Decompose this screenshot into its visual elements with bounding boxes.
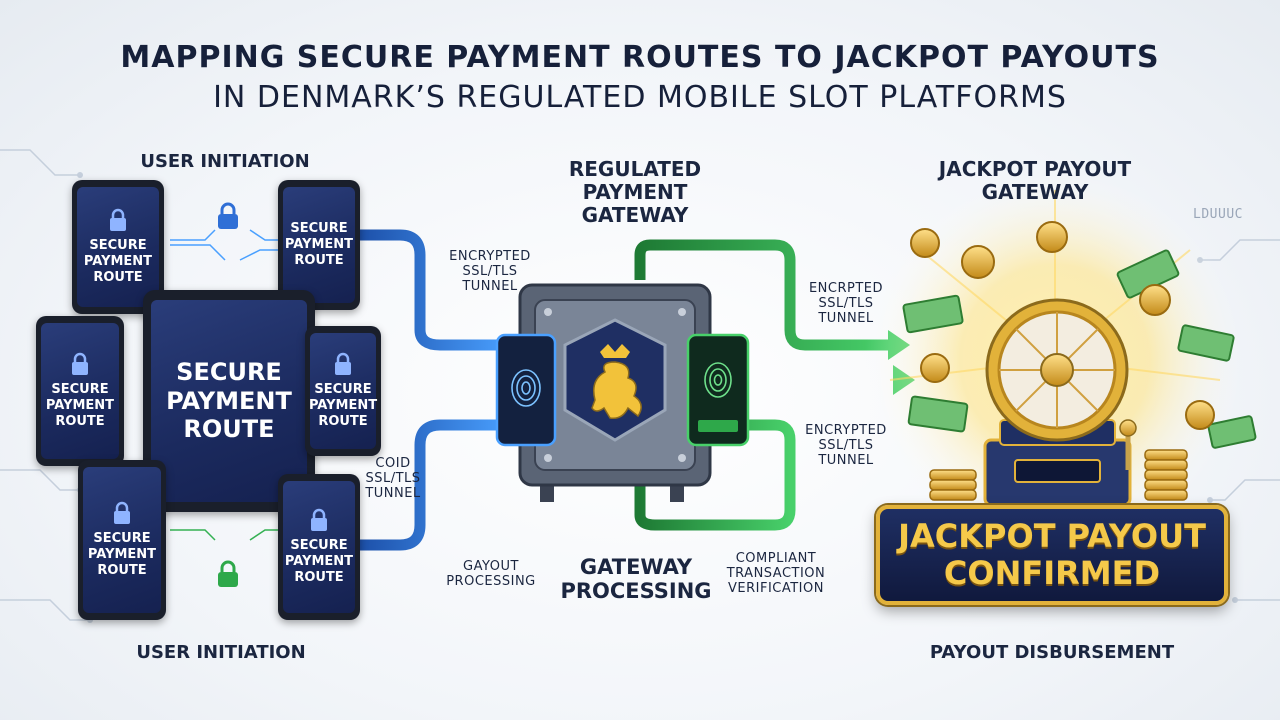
label-tunnel-right-top: ENCRPTED SSL/TLS TUNNEL — [808, 281, 884, 326]
phone-bottom-right: SECURE PAYMENT ROUTE — [278, 474, 360, 620]
green-connectors — [170, 529, 280, 541]
green-route-top — [634, 239, 890, 351]
jackpot-confirmed-banner: JACKPOT PAYOUT CONFIRMED — [876, 505, 1228, 605]
phone-label: SECURE PAYMENT ROUTE — [284, 220, 354, 269]
fingerprint-panel-green — [686, 333, 750, 447]
label-user-initiation-top: USER INITIATION — [140, 151, 310, 172]
label-jackpot-gateway: JACKPOT PAYOUT GATEWAY — [938, 157, 1132, 204]
banknotes — [902, 249, 1257, 449]
phone-bottom-left: SECURE PAYMENT ROUTE — [78, 460, 166, 620]
green-route-bottom — [634, 419, 796, 531]
label-user-initiation-bottom: USER INITIATION — [136, 642, 306, 663]
lock-icon-blue — [218, 202, 238, 229]
gold-coins — [910, 221, 1215, 430]
phone-label: SECURE PAYMENT ROUTE — [284, 537, 354, 586]
title-line-2: IN DENMARK’S REGULATED MOBILE SLOT PLATF… — [213, 80, 1067, 115]
phone-top-right: SECURE PAYMENT ROUTE — [278, 180, 360, 310]
fingerprint-icon-green — [704, 362, 732, 398]
lock-icon — [311, 508, 327, 531]
banner-line-2: CONFIRMED — [943, 554, 1161, 592]
label-compliant-verification: COMPLIANT TRANSACTION VERIFICATION — [726, 551, 826, 596]
blue-connectors — [170, 229, 280, 261]
blue-route-top — [352, 229, 516, 351]
label-payout-disbursement: PAYOUT DISBURSEMENT — [929, 642, 1175, 663]
fingerprint-panel-blue — [495, 333, 557, 447]
label-tunnel-left-top: ENCRYPTED SSL/TLS TUNNEL — [449, 249, 531, 294]
label-tunnel-left-bottom: COID SSL/TLS TUNNEL — [365, 456, 421, 501]
phone-label: SECURE PAYMENT ROUTE — [87, 530, 157, 579]
lock-icon — [110, 208, 126, 231]
coin-stacks — [929, 449, 1188, 501]
fingerprint-icon-blue — [511, 369, 541, 407]
lock-icon-green — [218, 560, 238, 587]
label-gayout-processing: GAYOUT PROCESSING — [446, 559, 536, 589]
phone-mid-right: SECURE PAYMENT ROUTE — [305, 326, 381, 456]
label-regulated-gateway: REGULATED PAYMENT GATEWAY — [568, 157, 702, 227]
lion-crest-icon — [591, 344, 642, 420]
label-gateway-processing: GATEWAY PROCESSING — [560, 555, 712, 604]
title-line-1: MAPPING SECURE PAYMENT ROUTES TO JACKPOT… — [120, 40, 1160, 75]
slot-machine-icon — [983, 298, 1137, 507]
lock-icon — [335, 352, 351, 375]
label-tunnel-right-bottom: ENCRYPTED SSL/TLS TUNNEL — [805, 423, 887, 468]
lock-icon — [72, 352, 88, 375]
phone-label: SECURE PAYMENT ROUTE — [83, 237, 153, 286]
blue-route-bottom — [352, 419, 516, 551]
banner-line-1: JACKPOT PAYOUT — [898, 517, 1206, 556]
circuit-text: LDUUUC — [1193, 207, 1243, 222]
phone-mid-left: SECURE PAYMENT ROUTE — [36, 316, 124, 466]
phone-label: SECURE PAYMENT ROUTE — [308, 381, 378, 430]
phone-label: SECURE PAYMENT ROUTE — [45, 381, 115, 430]
phone-top-left: SECURE PAYMENT ROUTE — [72, 180, 164, 314]
lock-icon — [114, 501, 130, 524]
tablet-label: SECURE PAYMENT ROUTE — [166, 357, 292, 444]
